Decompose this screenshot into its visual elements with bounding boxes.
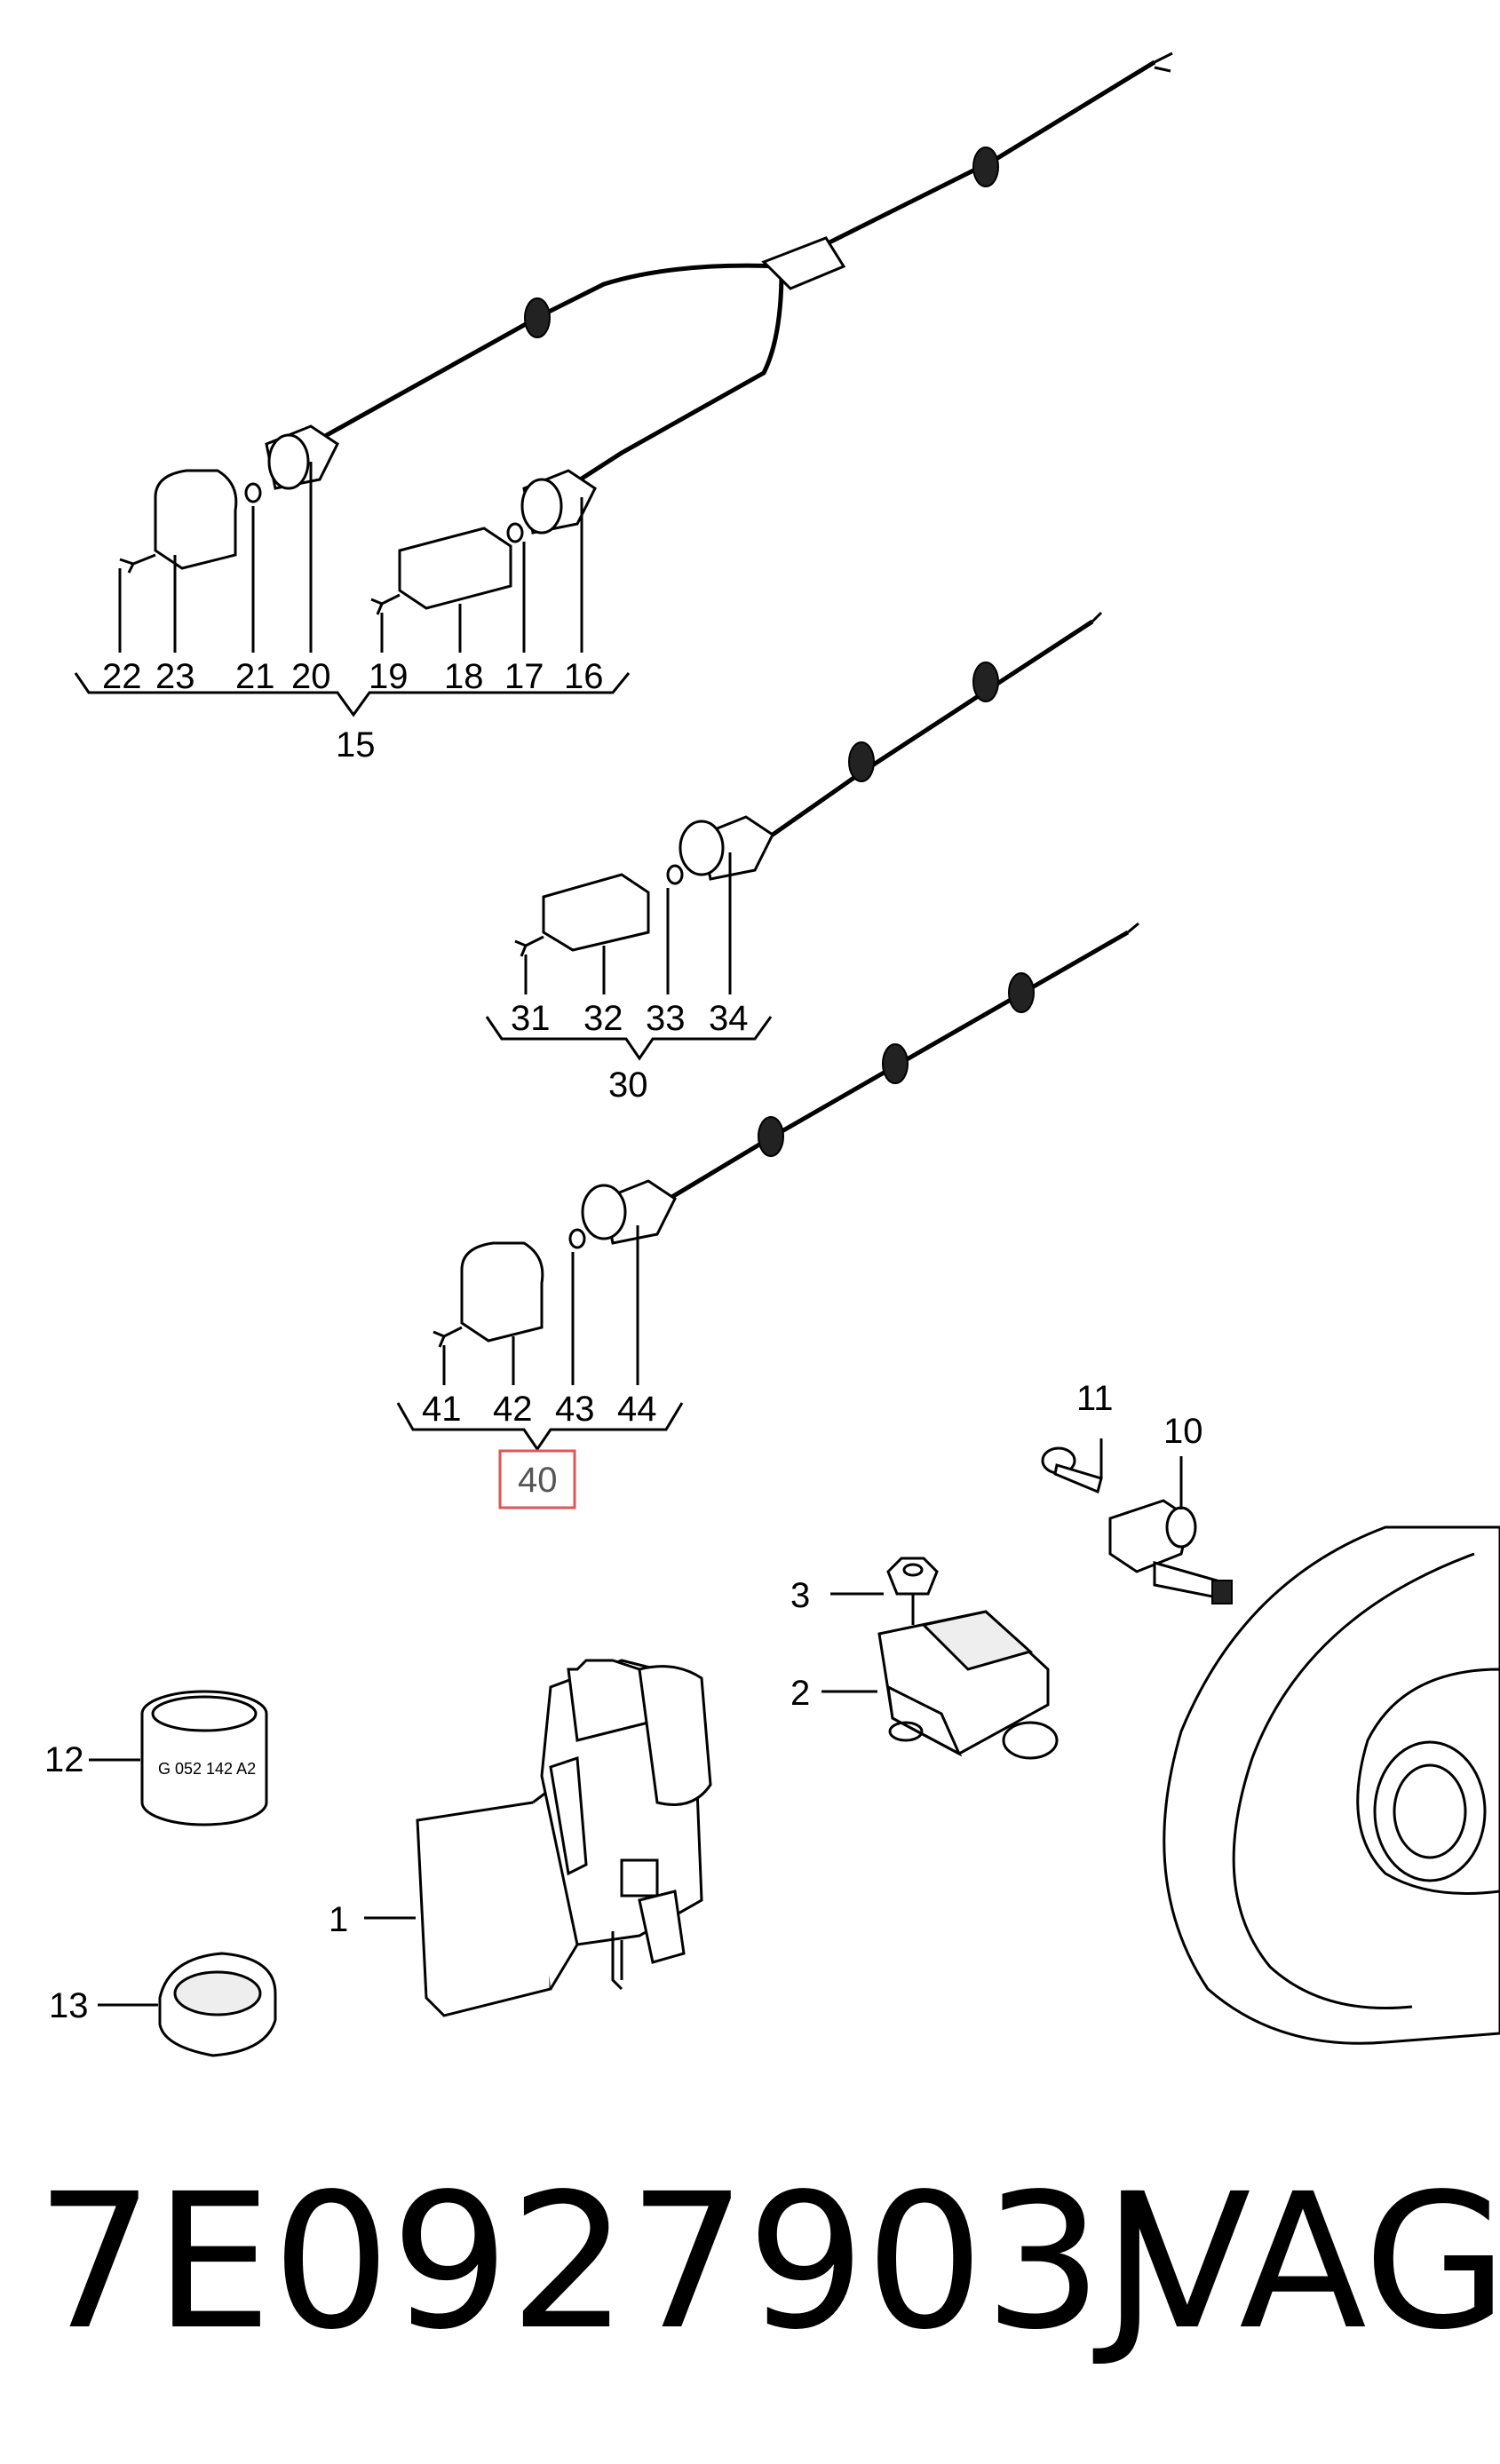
label-23: 23: [155, 657, 195, 696]
label-20: 20: [291, 657, 331, 696]
footer-part-number: 7E0927903J: [36, 2153, 1158, 2371]
label-43: 43: [555, 1390, 595, 1429]
label-41: 41: [422, 1390, 462, 1429]
harness-30: [485, 611, 1103, 1061]
harness-15: [74, 51, 1173, 717]
label-15: 15: [336, 725, 376, 765]
label-17: 17: [504, 657, 544, 696]
label-10: 10: [1163, 1412, 1203, 1451]
ring-marking: G 052 142 A2: [158, 1760, 256, 1778]
brake-disc: [1163, 1525, 1500, 2045]
label-42: 42: [493, 1390, 533, 1429]
label-31: 31: [511, 999, 551, 1038]
part-1-pump: 1: [329, 1659, 712, 2017]
label-2: 2: [790, 1674, 810, 1713]
label-21: 21: [235, 657, 275, 696]
label-19: 19: [369, 657, 409, 696]
label-32: 32: [583, 999, 623, 1038]
label-16: 16: [564, 657, 604, 696]
part-10-speed-sensor: 10: [1108, 1412, 1233, 1604]
part-2-sensor: 2: [790, 1610, 1059, 1760]
part-11-bolt: 11: [1041, 1379, 1114, 1494]
harness-40: [396, 922, 1139, 1509]
label-22: 22: [102, 657, 142, 696]
footer-brand: VAG: [1123, 2153, 1500, 2371]
highlight-box-40: [498, 1449, 576, 1509]
label-13: 13: [49, 1986, 89, 2025]
label-30: 30: [608, 1066, 648, 1105]
part-12-ring: G 052 142 A2 12: [44, 1690, 268, 1826]
label-3: 3: [790, 1576, 810, 1615]
label-40: 40: [518, 1461, 558, 1500]
part-3-nut: 3: [790, 1557, 939, 1625]
label-44: 44: [617, 1390, 657, 1429]
label-34: 34: [709, 999, 749, 1038]
label-18: 18: [444, 657, 484, 696]
label-11: 11: [1076, 1379, 1114, 1418]
labels-30: 31 32 33 34 30: [511, 999, 749, 1105]
label-1: 1: [329, 1900, 348, 1939]
label-33: 33: [646, 999, 686, 1038]
part-13-grommet: 13: [49, 1952, 277, 2057]
labels-15: 22 23 21 20 19 18 17 16 15: [102, 657, 604, 765]
label-12: 12: [44, 1740, 84, 1779]
labels-40: 41 42 43 44 40: [422, 1390, 657, 1500]
